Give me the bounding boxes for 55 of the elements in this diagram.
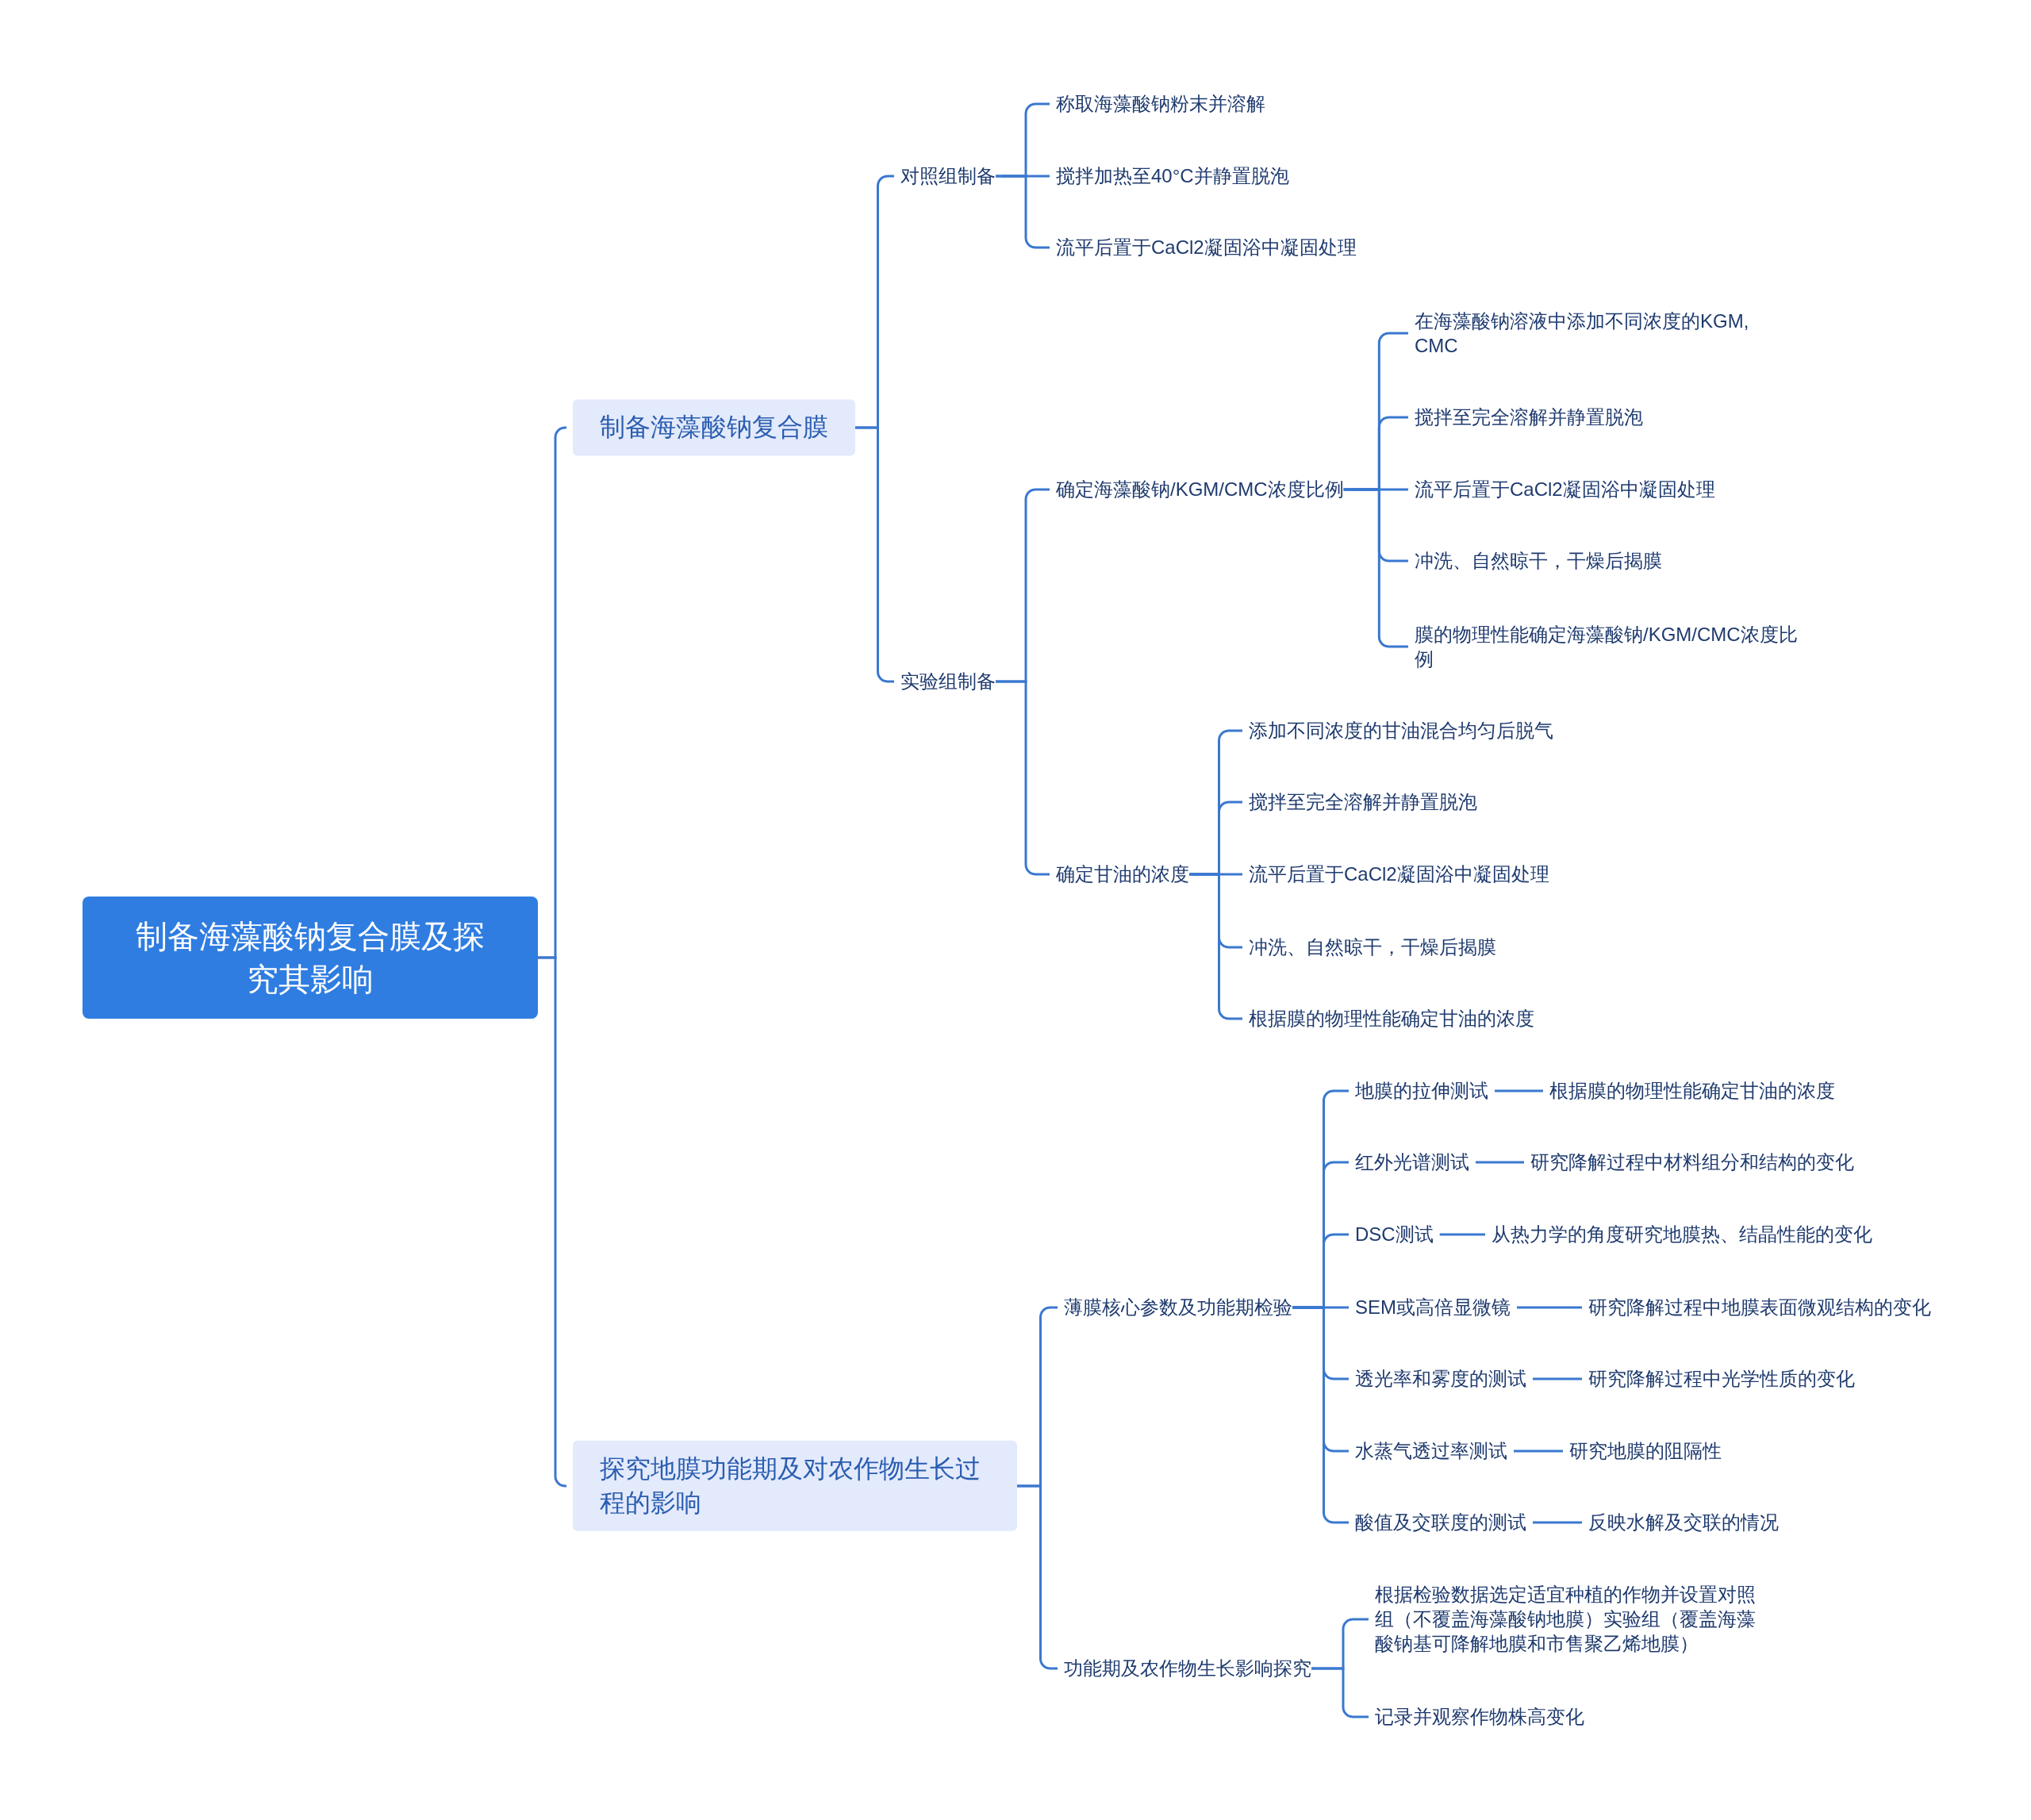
topic-text: 研究降解过程中光学性质的变化 [1588, 1363, 1855, 1395]
central-topic-box: 制备海藻酸钠复合膜及探究其影响 [83, 897, 538, 1019]
main-topic-box: 探究地膜功能期及对农作物生长过程的影响 [573, 1440, 1017, 1532]
topic-text: 反映水解及交联的情况 [1588, 1507, 1779, 1538]
topic-text: 确定海藻酸钠/KGM/CMC浓度比例 [1056, 474, 1344, 505]
topic-text: 称取海藻酸钠粉末并溶解 [1056, 88, 1265, 120]
topic-text: 冲洗、自然晾干，干燥后揭膜 [1415, 545, 1662, 577]
topic-text: 从热力学的角度研究地膜热、结晶性能的变化 [1492, 1219, 1872, 1250]
connector-line [1311, 1667, 1369, 1718]
topic-text: SEM或高倍显微镜 [1355, 1292, 1511, 1323]
topic-text: 添加不同浓度的甘油混合均匀后脱气 [1249, 715, 1553, 747]
topic-text: 记录并观察作物株高变化 [1375, 1701, 1584, 1733]
topic-text: 流平后置于CaCl2凝固浴中凝固处理 [1249, 858, 1549, 890]
connector-line [1343, 488, 1408, 648]
topic-text: 研究降解过程中材料组分和结构的变化 [1530, 1146, 1854, 1178]
topic-text: DSC测试 [1355, 1219, 1434, 1250]
topic-text: 对照组制备 [900, 160, 996, 192]
topic-text: 流平后置于CaCl2凝固浴中凝固处理 [1056, 232, 1357, 263]
connector-line [1017, 1484, 1058, 1670]
connector-line [996, 680, 1050, 876]
topic-text: 确定甘油的浓度 [1056, 858, 1189, 890]
connector-line [855, 426, 894, 683]
topic-text: 根据检验数据选定适宜种植的作物并设置对照组（不覆盖海藻酸钠地膜）实验组（覆盖海藻酸钠基可降解地膜和市售聚乙烯地膜） [1375, 1579, 1764, 1660]
topic-text: 薄膜核心参数及功能期检验 [1064, 1292, 1292, 1323]
topic-text: 流平后置于CaCl2凝固浴中凝固处理 [1415, 474, 1715, 505]
topic-text: 地膜的拉伸测试 [1355, 1075, 1488, 1107]
topic-text: 在海藻酸钠溶液中添加不同浓度的KGM, CMC [1415, 305, 1764, 362]
topic-text: 冲洗、自然晾干，干燥后揭膜 [1249, 931, 1496, 963]
topic-text: 研究地膜的阻隔性 [1569, 1435, 1722, 1467]
topic-text: 根据膜的物理性能确定甘油的浓度 [1549, 1075, 1835, 1107]
topic-text: 实验组制备 [900, 666, 996, 697]
connector-line [1439, 1233, 1485, 1236]
topic-text: 膜的物理性能确定海藻酸钠/KGM/CMC浓度比例 [1415, 618, 1803, 675]
topic-text: 根据膜的物理性能确定甘油的浓度 [1249, 1003, 1534, 1035]
topic-text: 水蒸气透过率测试 [1355, 1435, 1507, 1467]
topic-text: 透光率和雾度的测试 [1355, 1363, 1526, 1395]
connector-line [1017, 1306, 1058, 1488]
connector-line [1533, 1377, 1582, 1380]
connector-line [1533, 1521, 1582, 1524]
topic-text: 酸值及交联度的测试 [1355, 1507, 1526, 1538]
topic-text: 红外光谱测试 [1355, 1146, 1469, 1178]
connector-line [996, 175, 1050, 249]
topic-text: 研究降解过程中地膜表面微观结构的变化 [1588, 1292, 1931, 1323]
connector-line [1476, 1161, 1524, 1164]
topic-text: 搅拌至完全溶解并静置脱泡 [1415, 401, 1643, 433]
topic-text: 功能期及农作物生长影响探究 [1064, 1653, 1311, 1684]
connector-line [538, 956, 567, 1488]
topic-text: 搅拌至完全溶解并静置脱泡 [1249, 786, 1477, 818]
connector-line [1495, 1089, 1543, 1092]
connector-line [1517, 1306, 1582, 1309]
connector-line [1514, 1449, 1563, 1453]
connector-line [1189, 873, 1242, 1020]
main-topic-box: 制备海藻酸钠复合膜 [573, 399, 855, 456]
topic-text: 搅拌加热至40°C并静置脱泡 [1056, 160, 1289, 192]
connector-line [1292, 1306, 1349, 1524]
